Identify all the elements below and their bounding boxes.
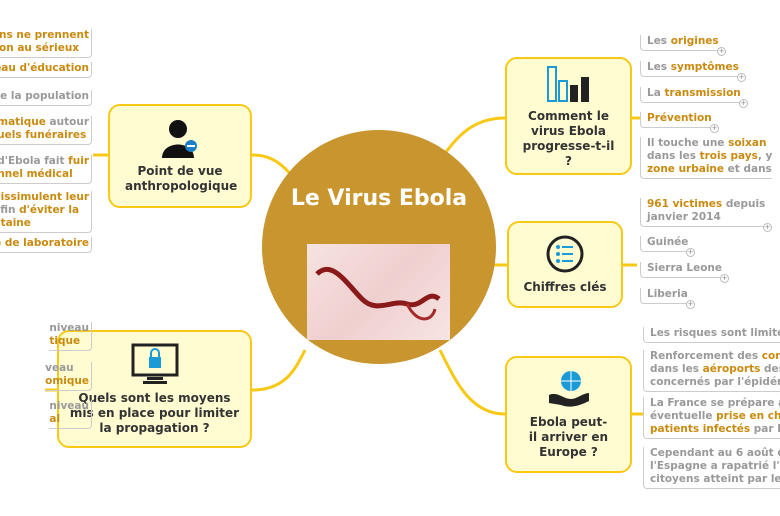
leaf-anthro-0[interactable]: ns ne prennent on au sérieux (0, 29, 92, 58)
leaf-text: symptômes (670, 61, 739, 73)
node-europe[interactable]: Ebola peut-il arriver en Europe ? (505, 356, 632, 473)
leaf-text: 961 victimes (647, 198, 723, 210)
leaf-text: fuir (68, 155, 89, 167)
leaf-anthro-2[interactable]: de la population (0, 90, 92, 106)
leaf-chiffres-1[interactable]: Guinée (640, 236, 689, 252)
leaf-text: Prévention (647, 112, 712, 124)
leaf-text: transmission (664, 87, 741, 99)
leaf-text: autour (45, 116, 89, 128)
monitor-lock-icon (131, 343, 178, 384)
leaf-text: Liberia (647, 288, 688, 300)
leaf-progress-4[interactable]: Il touche une soixan dans les trois pays… (640, 137, 773, 179)
node-label: Comment le virus Ebola progresse-t-il ? (522, 109, 615, 168)
leaf-text: La France se prépare à u éventuelle (650, 397, 780, 422)
expand-icon[interactable]: + (763, 223, 772, 232)
leaf-text: Les (647, 61, 671, 73)
leaf-moyens-2[interactable]: niveau al (49, 400, 92, 429)
leaf-text: origines (670, 35, 719, 47)
node-anthropological[interactable]: Point de vue anthropologique (108, 104, 252, 208)
leaf-text: afin (0, 204, 16, 216)
leaf-text: Guinée (647, 236, 689, 248)
leaf-europe-0[interactable]: Les risques sont limités (643, 327, 780, 343)
leaf-chiffres-0[interactable]: 961 victimes depuis janvier 2014 (640, 198, 766, 227)
leaf-text: zone urbaine (647, 163, 725, 175)
person-minus-icon (162, 120, 197, 158)
ebola-virus-image (307, 244, 450, 340)
expand-icon[interactable]: + (720, 274, 729, 283)
leaf-text: Les (647, 35, 671, 47)
node-progression[interactable]: Comment le virus Ebola progresse-t-il ? (505, 57, 632, 175)
leaf-text: Renforcement des (650, 350, 762, 362)
leaf-progress-0[interactable]: Les origines (640, 35, 719, 51)
leaf-text: , y (757, 150, 773, 162)
leaf-europe-1[interactable]: Renforcement des contr dans les aéroport… (643, 350, 780, 392)
node-label: Quels sont les moyens mis en place pour … (69, 390, 240, 435)
leaf-europe-2[interactable]: La France se prépare à u éventuelle pris… (643, 397, 780, 439)
list-circle-icon (546, 235, 584, 273)
leaf-text: soixan (728, 137, 767, 149)
leaf-text: trois pays (699, 150, 758, 162)
leaf-text: contr (761, 350, 780, 362)
globe-in-hand-icon (548, 371, 589, 407)
leaf-text: dissimulent leur (0, 191, 89, 203)
bar-chart-icon (546, 66, 589, 102)
expand-icon[interactable]: + (739, 99, 748, 108)
leaf-text: ntaine (0, 217, 31, 229)
leaf-text: nnel médical (0, 168, 73, 180)
leaf-text: et dans (724, 163, 772, 175)
node-label: Chiffres clés (523, 280, 607, 294)
leaf-text: tique (49, 335, 81, 347)
leaf-text: e de laboratoire (0, 237, 89, 249)
leaf-europe-3[interactable]: Cependant au 6 août de l'Espagne a rapat… (643, 447, 780, 489)
leaf-progress-1[interactable]: Les symptômes (640, 61, 739, 77)
leaf-text: prise en char (716, 410, 780, 422)
leaf-text: d'éviter la (19, 204, 80, 216)
leaf-text: on au sérieux (0, 42, 80, 54)
leaf-chiffres-3[interactable]: Liberia (640, 288, 688, 304)
leaf-text: eau d'éducation (0, 62, 89, 74)
leaf-anthro-5[interactable]: dissimulent leur afin d'éviter la ntaine (0, 191, 92, 233)
expand-icon[interactable]: + (717, 47, 726, 56)
expand-icon[interactable]: + (686, 300, 695, 309)
leaf-text: La (647, 87, 665, 99)
leaf-progress-3[interactable]: Prévention (640, 112, 712, 128)
leaf-text: par le v (753, 423, 780, 435)
leaf-text: d'Ebola fait (0, 155, 69, 167)
leaf-text: de la population (0, 90, 89, 102)
leaf-text: omique (45, 375, 89, 387)
leaf-text: dans les (650, 363, 699, 375)
central-title: Le Virus Ebola (290, 186, 468, 211)
leaf-text: matique (0, 116, 46, 128)
leaf-text: veau (45, 362, 74, 374)
leaf-text: niveau (49, 400, 89, 412)
leaf-moyens-1[interactable]: veau omique (45, 362, 92, 391)
expand-icon[interactable]: + (737, 73, 746, 82)
leaf-anthro-4[interactable]: d'Ebola fait fuir nnel médical (0, 155, 92, 184)
leaf-anthro-6[interactable]: e de laboratoire (0, 237, 92, 253)
leaf-text: niveau (49, 322, 89, 334)
leaf-text: ns ne prennent (0, 29, 89, 41)
leaf-text: Cependant au 6 août de l'Espagne a rapat… (650, 447, 780, 485)
leaf-anthro-1[interactable]: eau d'éducation (0, 62, 92, 78)
expand-icon[interactable]: + (710, 124, 719, 133)
node-label: Ebola peut-il arriver en Europe ? (528, 415, 609, 459)
leaf-moyens-0[interactable]: niveau tique (49, 322, 92, 351)
leaf-text: Les risques sont limités (650, 327, 780, 339)
central-topic[interactable]: Le Virus Ebola (262, 130, 496, 364)
leaf-text: dans les (647, 150, 696, 162)
node-label: Point de vue anthropologique (125, 164, 238, 193)
leaf-text: patients infectés (650, 423, 751, 435)
leaf-text: Sierra Leone (647, 262, 723, 274)
leaf-text: uels funéraires (0, 129, 87, 141)
leaf-progress-2[interactable]: La transmission (640, 87, 741, 103)
leaf-text: aéroports (702, 363, 761, 375)
node-key-figures[interactable]: Chiffres clés (507, 221, 623, 308)
leaf-anthro-3[interactable]: matique autour uels funéraires (0, 116, 92, 145)
expand-icon[interactable]: + (686, 248, 695, 257)
leaf-text: des p concernés par l'épidémi (650, 363, 780, 388)
leaf-text: Il touche une (647, 137, 729, 149)
leaf-chiffres-2[interactable]: Sierra Leone (640, 262, 723, 278)
leaf-text: depuis janvier 2014 (647, 198, 766, 223)
leaf-text: al (49, 413, 61, 425)
